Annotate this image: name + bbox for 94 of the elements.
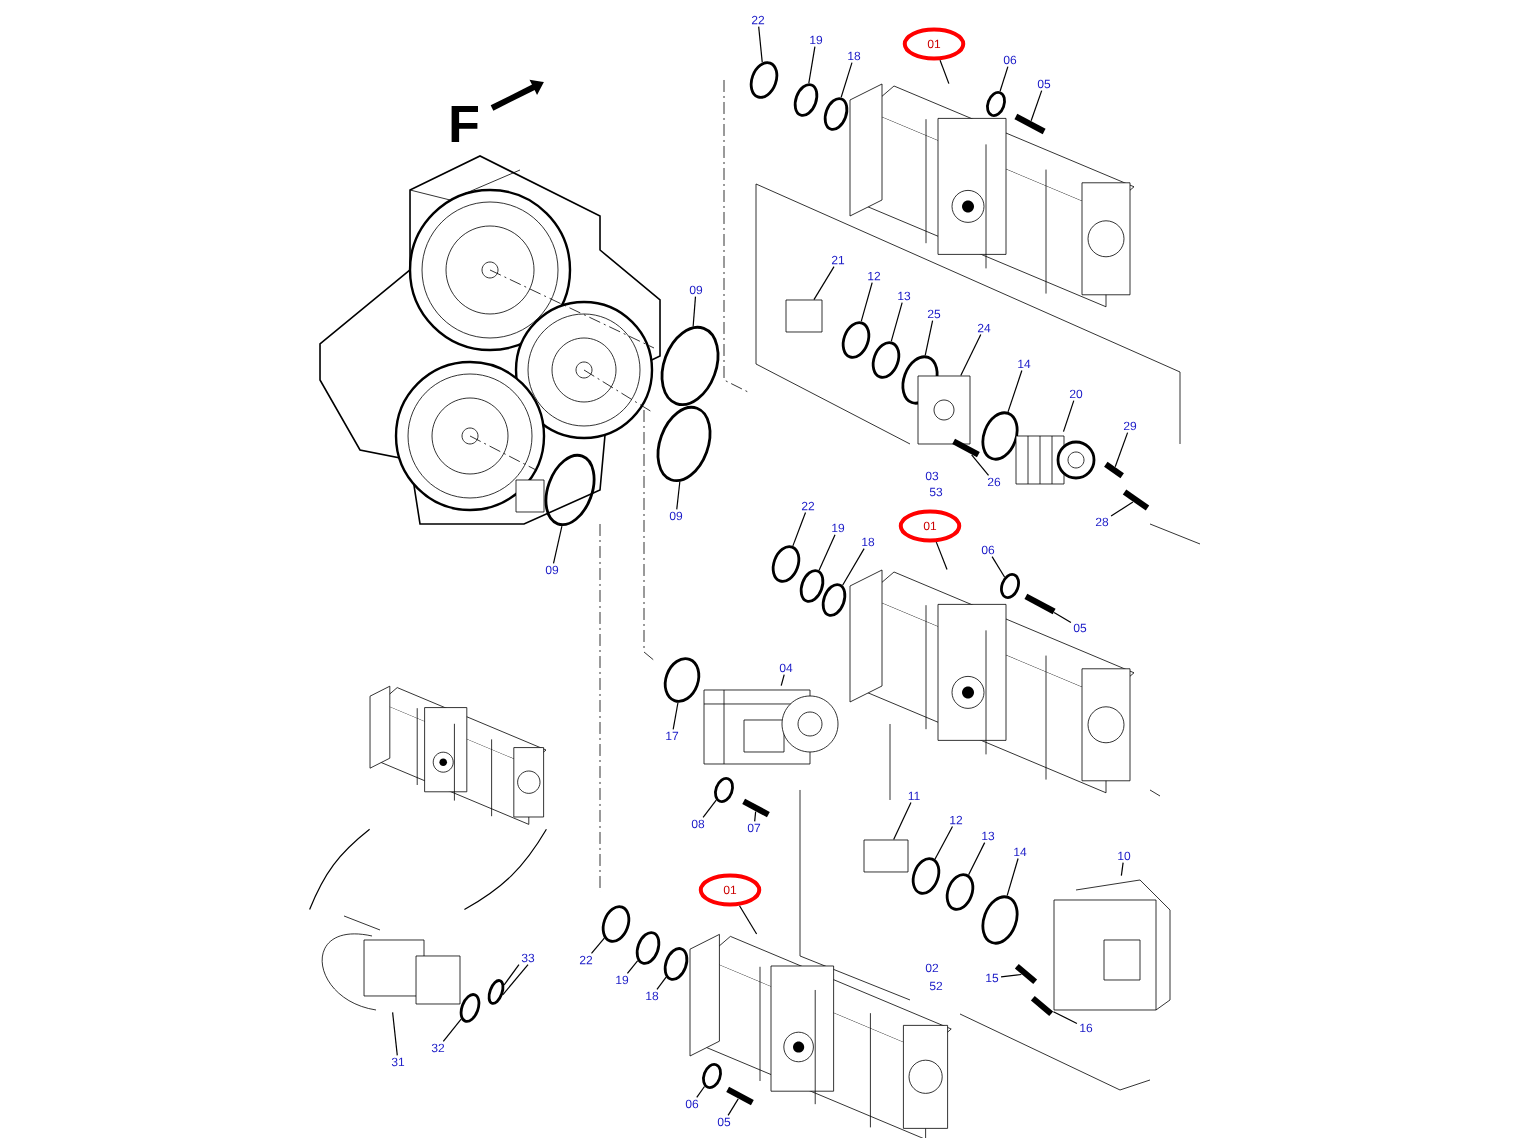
leader-line (939, 59, 950, 85)
o-ring (799, 569, 825, 603)
bolt (726, 1086, 754, 1106)
o-ring (656, 406, 712, 482)
direction-letter: F (451, 106, 478, 142)
leader-line (842, 548, 865, 586)
leader-line (503, 964, 520, 986)
leader-line (1114, 432, 1129, 468)
o-ring (1000, 573, 1020, 599)
leader-line (968, 842, 986, 876)
o-ring (793, 83, 819, 117)
leader-line (840, 62, 853, 98)
bolt (1030, 995, 1054, 1016)
cable (463, 828, 547, 911)
leader-line (1000, 973, 1022, 978)
leader-line (934, 826, 954, 860)
plate (917, 375, 971, 445)
bolt (742, 798, 770, 818)
leader-line (392, 1011, 398, 1056)
leader-line (727, 1098, 739, 1116)
leader-line (1110, 501, 1134, 517)
motor-drawing (1015, 435, 1096, 485)
leader-line (738, 905, 758, 935)
pump-drawing (689, 934, 952, 1138)
leader-line (971, 454, 990, 476)
bolt (1104, 461, 1124, 479)
valve-drawing (1053, 879, 1171, 1011)
leader-line (754, 811, 757, 822)
bolt (1014, 963, 1038, 984)
o-ring (945, 873, 975, 911)
o-ring (981, 895, 1019, 945)
leader-line (999, 66, 1009, 92)
leader-line (1052, 1011, 1078, 1025)
leader-line (502, 964, 529, 996)
o-ring (544, 453, 596, 526)
o-ring (660, 326, 720, 406)
leader-line (590, 937, 605, 954)
bolt (1024, 593, 1056, 615)
o-ring (601, 905, 631, 943)
o-ring (986, 91, 1006, 117)
leader-line (626, 960, 639, 974)
leader-line (672, 702, 679, 731)
o-ring (981, 411, 1019, 461)
leader-line (442, 1018, 462, 1042)
o-ring (749, 61, 779, 99)
bolt (1122, 489, 1150, 511)
leader-line (1006, 857, 1019, 897)
leader-line (656, 976, 667, 990)
leader-line (1120, 862, 1124, 877)
leader-line (818, 534, 836, 571)
bolt (952, 438, 980, 458)
leader-line (935, 541, 948, 571)
gear-pump-drawing (703, 689, 839, 765)
o-ring (702, 1063, 722, 1089)
cable (309, 828, 371, 911)
leader-line (1007, 369, 1023, 413)
o-ring (459, 993, 481, 1023)
o-ring (635, 931, 661, 965)
o-ring (771, 545, 801, 583)
leader-line (960, 333, 982, 377)
fitting (863, 839, 909, 873)
leader-line (808, 46, 816, 84)
leader-line (692, 296, 697, 328)
fitting (785, 299, 823, 333)
leader-line (890, 302, 903, 342)
leader-line (552, 525, 563, 564)
leader-line (1053, 611, 1072, 624)
leader-line (1062, 400, 1075, 433)
leader-line (813, 265, 835, 301)
o-ring (911, 857, 941, 895)
motor-drawing (321, 915, 461, 1011)
leader-line (702, 799, 717, 818)
leader-line (792, 512, 807, 547)
o-ring (871, 341, 901, 379)
bolt (1014, 113, 1046, 135)
leader-line (758, 25, 763, 63)
leader-line (780, 674, 785, 687)
pump-drawing (369, 685, 547, 825)
o-ring (821, 583, 847, 617)
leader-line (696, 1085, 706, 1098)
leader-line (860, 281, 873, 322)
o-ring (841, 321, 871, 359)
leader-line (1030, 90, 1043, 122)
leader-line (676, 481, 681, 510)
o-ring (663, 947, 689, 981)
pump-drawing (849, 569, 1135, 794)
pump-drawing (849, 83, 1135, 308)
o-ring (714, 777, 734, 803)
leader-line (924, 320, 934, 356)
o-ring (663, 657, 701, 703)
leader-line (893, 801, 912, 841)
o-ring (487, 979, 505, 1005)
leader-line (991, 556, 1006, 578)
o-ring (823, 97, 849, 131)
